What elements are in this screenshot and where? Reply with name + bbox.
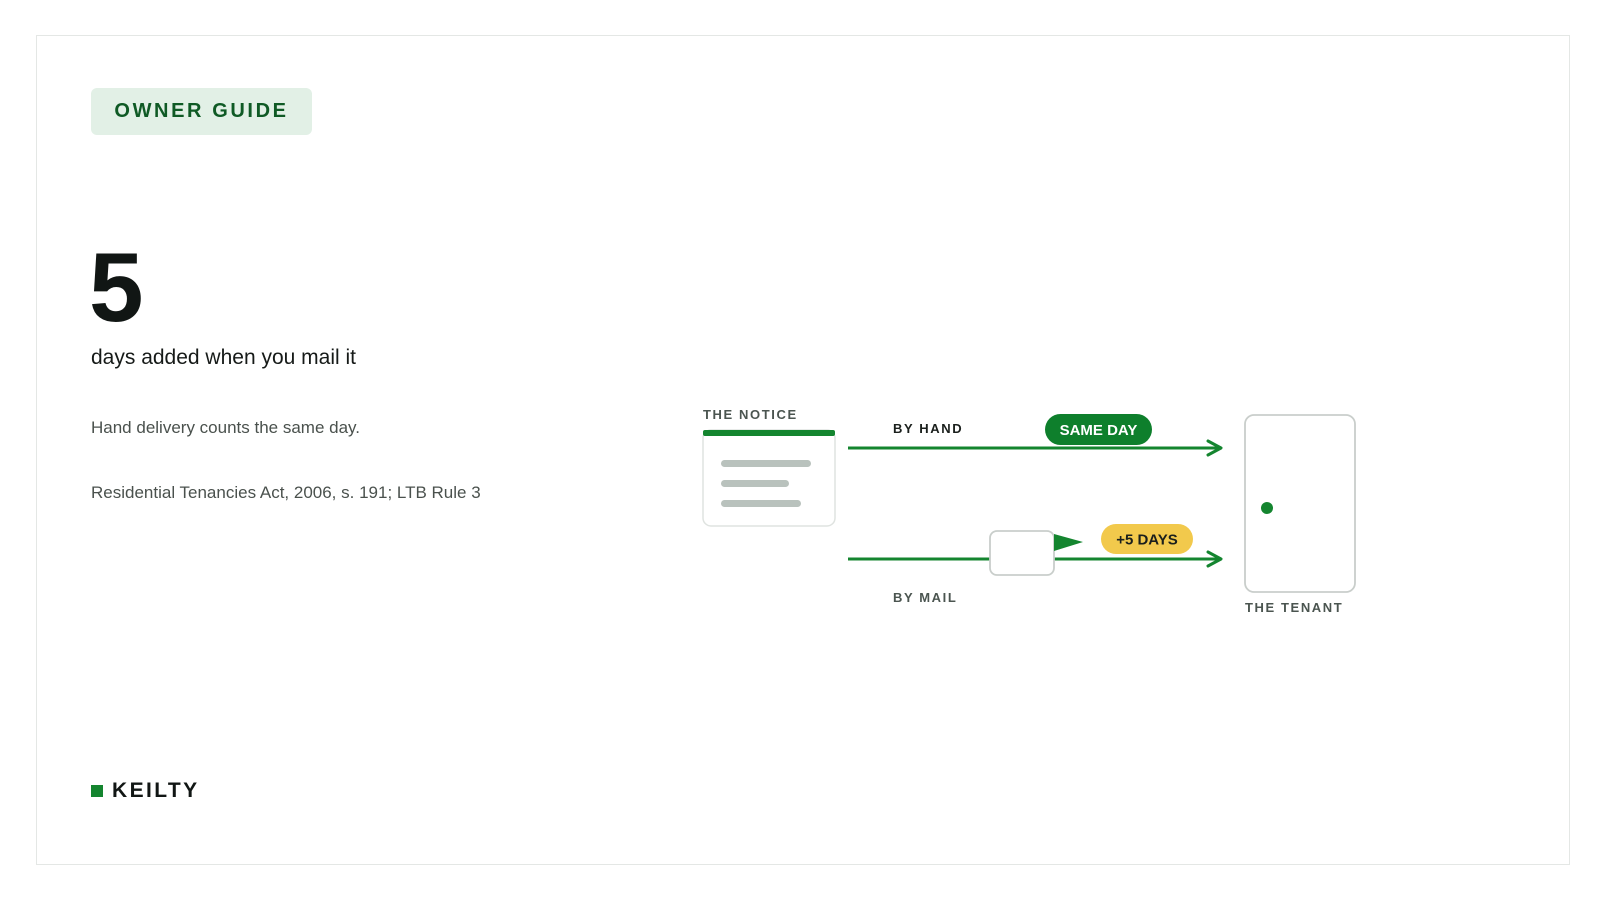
by-hand-arrow [848,439,1223,457]
by-mail-label: BY MAIL [893,590,957,605]
plus-five-days-badge-label: +5 DAYS [1116,532,1178,549]
tenant-door-icon [1244,414,1356,593]
notice-document-icon [702,429,836,527]
mailbox-icon [989,530,1083,576]
plus-five-days-badge: +5 DAYS [1101,524,1193,554]
same-day-badge-label: SAME DAY [1060,422,1138,439]
headline-number: 5 [89,232,143,342]
green-square-icon [91,785,103,797]
headline-caption: days added when you mail it [91,346,356,369]
brand-logo: KEILTY [91,779,200,803]
same-day-badge: SAME DAY [1045,414,1152,445]
tag-label: OWNER GUIDE [114,100,289,122]
brand-name: KEILTY [112,779,200,802]
tenant-label: THE TENANT [1245,600,1343,615]
by-hand-label: BY HAND [893,421,963,436]
by-mail-arrow [848,550,1223,568]
legal-citation: Residential Tenancies Act, 2006, s. 191;… [91,483,481,502]
hand-delivery-note: Hand delivery counts the same day. [91,418,360,437]
notice-label: THE NOTICE [703,407,798,422]
owner-guide-tag: OWNER GUIDE [91,88,312,135]
